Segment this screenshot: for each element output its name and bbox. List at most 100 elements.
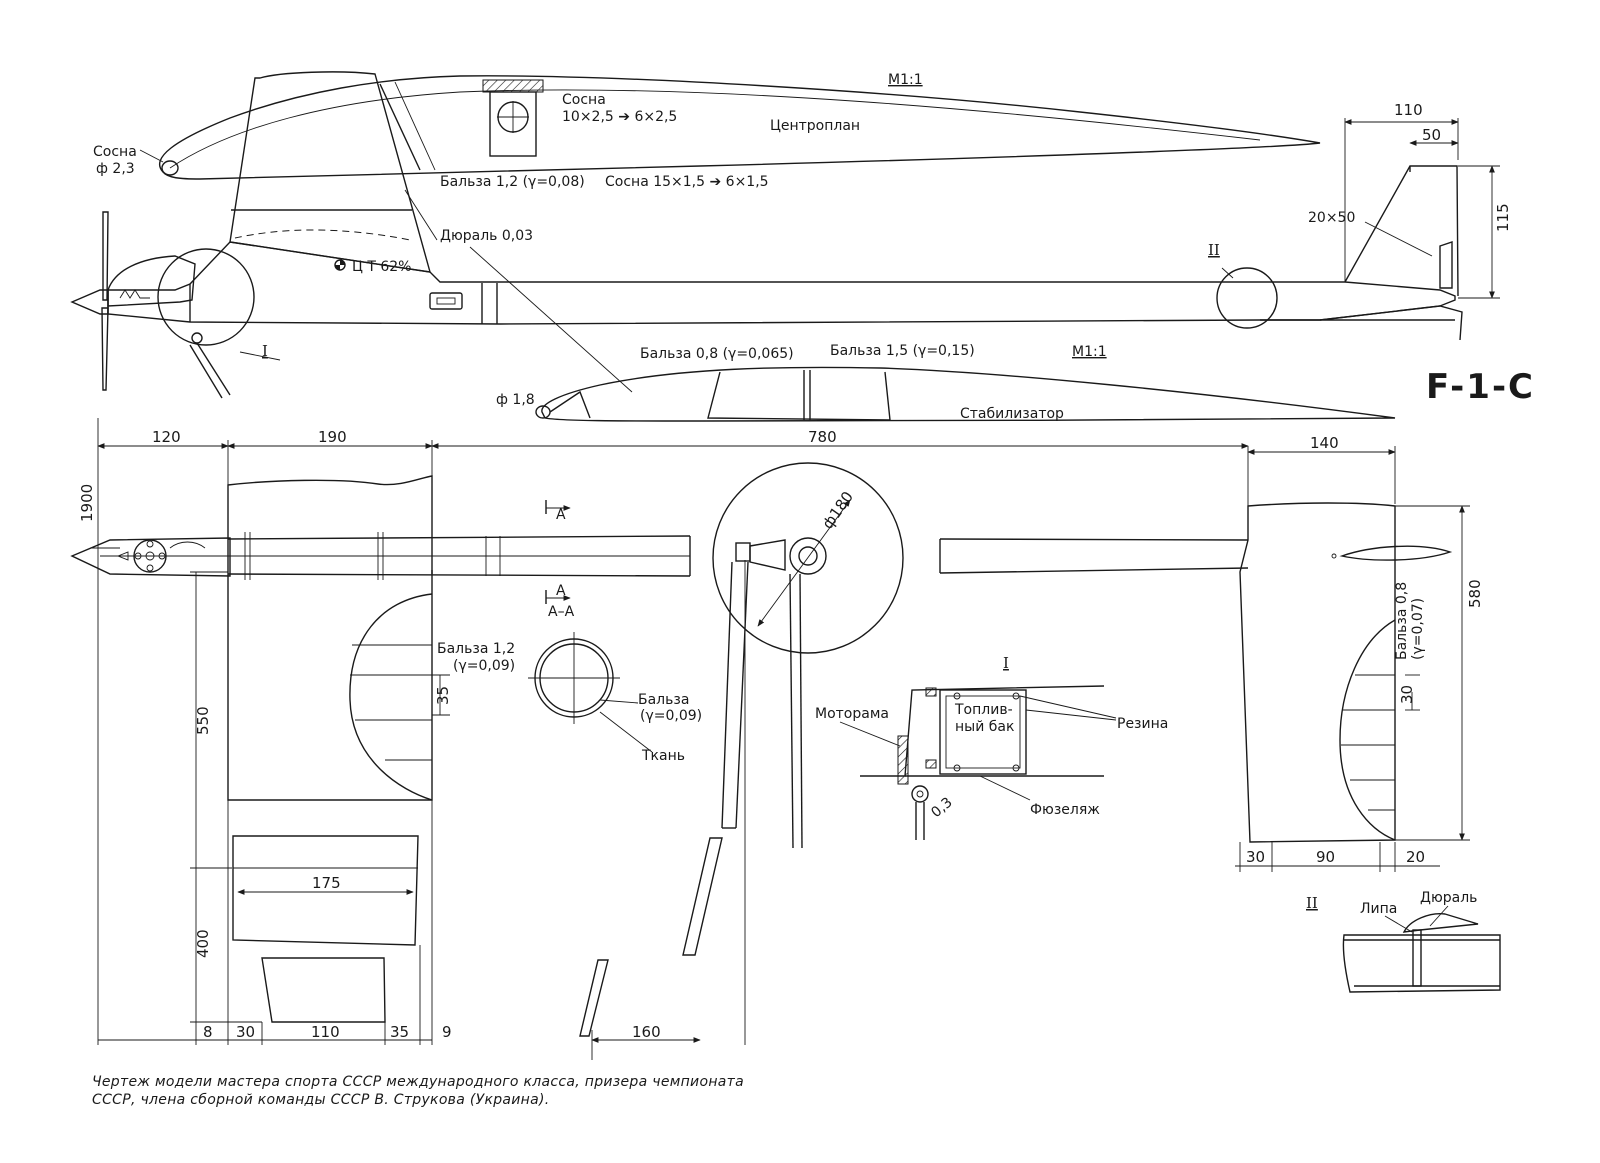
model-class-title: F-1-C: [1426, 367, 1535, 407]
rubber-label: Резина: [1117, 716, 1168, 732]
caption-line-2: СССР, члена сборной команды СССР В. Стру…: [92, 1092, 550, 1108]
fin-outline: [1344, 165, 1459, 297]
stabilizer-plan: [1239, 502, 1396, 843]
fuel-filler-hatch: [429, 292, 463, 310]
wing-le-dowel: [161, 160, 179, 176]
tail-boom-plan: [939, 538, 1249, 541]
dim-160: 160: [632, 1023, 661, 1041]
dim-30c: 30: [1246, 848, 1265, 866]
section-mark-bottom: A: [556, 583, 566, 599]
engine-cowl: [107, 255, 196, 307]
fuselage-outline: [107, 241, 1456, 325]
dim-outer-span: 400: [194, 929, 212, 958]
detail-II-title: II: [1306, 894, 1318, 912]
fin-height: 115: [1494, 203, 1512, 232]
dim-8: 8: [203, 1023, 213, 1041]
wing-rib-density: (γ=0,09): [453, 658, 515, 674]
stab-airfoil-outline: [541, 366, 1396, 422]
dim-9: 9: [442, 1023, 452, 1041]
wing-te-spar-label: Сосна 15×1,5 ➔ 6×1,5: [605, 174, 769, 190]
stab-section-name: Стабилизатор: [960, 406, 1064, 422]
detail-I-title: I: [1003, 654, 1009, 672]
fin-width-top: 50: [1422, 126, 1441, 144]
dim-stab-chord: 140: [1310, 434, 1339, 452]
wing-rib-material: Бальза 1,2: [437, 641, 515, 657]
dim-110: 110: [311, 1023, 340, 1041]
wing-section-scale: M1:1: [888, 72, 923, 88]
stab-section-drawing: ф 1,8 Бальза 0,8 (γ=0,065) Бальза 1,5 (γ…: [496, 343, 1396, 422]
section-AA-density: (γ=0,09): [640, 708, 702, 724]
detail-I-drawing: I Моторама Топлив- ный бак Резина Фюзеля…: [815, 654, 1168, 840]
fuel-tank: [939, 689, 1027, 775]
fuselage-label: Фюзеляж: [1030, 802, 1100, 818]
caption-line-1: Чертеж модели мастера спорта СССР междун…: [92, 1074, 744, 1090]
dim-moment-arm: 780: [808, 428, 837, 446]
stab-spar-label: Бальза 1,5 (γ=0,15): [830, 343, 975, 359]
linden-block: [1412, 929, 1422, 987]
dim-span: 1900: [78, 484, 96, 522]
wing-section-name: Центроплан: [770, 118, 860, 134]
dural-label: Дюраль: [1420, 890, 1477, 906]
dim-stab-span: 580: [1466, 579, 1484, 608]
dim-stab-rib-spacing: 30: [1398, 685, 1416, 704]
bellcrank-base: [735, 542, 751, 562]
stab-rib-density: (γ=0,07): [1410, 598, 1426, 660]
section-AA-balsa: Бальза: [638, 692, 689, 708]
wing-spar-material: Сосна: [562, 92, 606, 108]
fuselage-nose-plan: [70, 537, 231, 577]
fin-rudder-tab: [1439, 241, 1453, 289]
side-view-drawing: Ц Т 62% Дюраль 0,03 I II 110 50 115 2: [70, 71, 1512, 399]
wing-le-size: ф 2,3: [96, 161, 135, 177]
stab-sheeting-label: Бальза 0,8 (γ=0,065): [640, 346, 794, 362]
wing-pylon: [229, 71, 431, 273]
stab-rib-bay: [1339, 619, 1396, 841]
section-AA-fabric: Ткань: [641, 748, 685, 764]
linden-label: Липа: [1360, 901, 1397, 917]
tail-control-detail-circle: [712, 462, 904, 654]
detail-II-drawing: II Липа Дюраль: [1306, 890, 1501, 993]
propeller-upper-blade: [102, 211, 109, 301]
dim-outer-chord: 175: [312, 874, 341, 892]
detail-I-marker: I: [262, 342, 268, 360]
dural-hook: [1402, 913, 1479, 933]
dim-30: 30: [236, 1023, 255, 1041]
wing-center-panel: [227, 475, 433, 801]
wing-rib-bay-cutout: [349, 593, 433, 801]
dim-detail-diameter: ф180: [819, 488, 858, 532]
dim-wing-chord: 190: [318, 428, 347, 446]
motor-mount-part: [897, 735, 909, 785]
cg-label: Ц Т 62%: [352, 259, 411, 275]
fuel-tank-label-2: ный бак: [955, 719, 1014, 735]
stab-le-size: ф 1,8: [496, 392, 535, 408]
fin-section-size: 20×50: [1308, 210, 1355, 226]
wing-section-drawing: Сосна ф 2,3 Сосна 10×2,5 ➔ 6×2,5 Центроп…: [93, 72, 1321, 190]
wing-spar-size: 10×2,5 ➔ 6×2,5: [562, 109, 677, 125]
dim-rib-spacing: 35: [434, 686, 452, 705]
fuel-tank-label-1: Топлив-: [954, 702, 1013, 718]
dim-35b: 35: [390, 1023, 409, 1041]
wing-spar-web: [489, 91, 537, 157]
boom-section-II: [1342, 934, 1501, 993]
wing-sheeting-line: [169, 89, 1261, 169]
stab-rib-bay: [707, 371, 891, 421]
stab-rib-material: Бальза 0,8: [1394, 582, 1410, 660]
wire-size-label: 0,3: [928, 794, 955, 821]
detail-II-marker: II: [1208, 241, 1220, 259]
plan-view-drawing: 120 190 780 140 1900 A A: [70, 418, 1484, 1060]
detail-I-circle: [157, 248, 255, 346]
dim-20: 20: [1406, 848, 1425, 866]
wing-le-material: Сосна: [93, 144, 137, 160]
wing-spar-cap: [482, 79, 544, 93]
detail-II-circle: [1216, 267, 1278, 329]
fin-width-total: 110: [1394, 101, 1423, 119]
dim-nose-to-wing: 120: [152, 428, 181, 446]
skin-label: Дюраль 0,03: [440, 228, 533, 244]
wing-tip-panel: [261, 957, 386, 1023]
section-name: A–A: [548, 604, 575, 620]
stab-section-scale: M1:1: [1072, 344, 1107, 360]
motor-mount-label: Моторама: [815, 706, 889, 722]
fin-tip-plan: [1339, 545, 1453, 561]
wing-sheeting-label: Бальза 1,2 (γ=0,08): [440, 174, 585, 190]
propeller-lower-blade: [101, 307, 109, 391]
